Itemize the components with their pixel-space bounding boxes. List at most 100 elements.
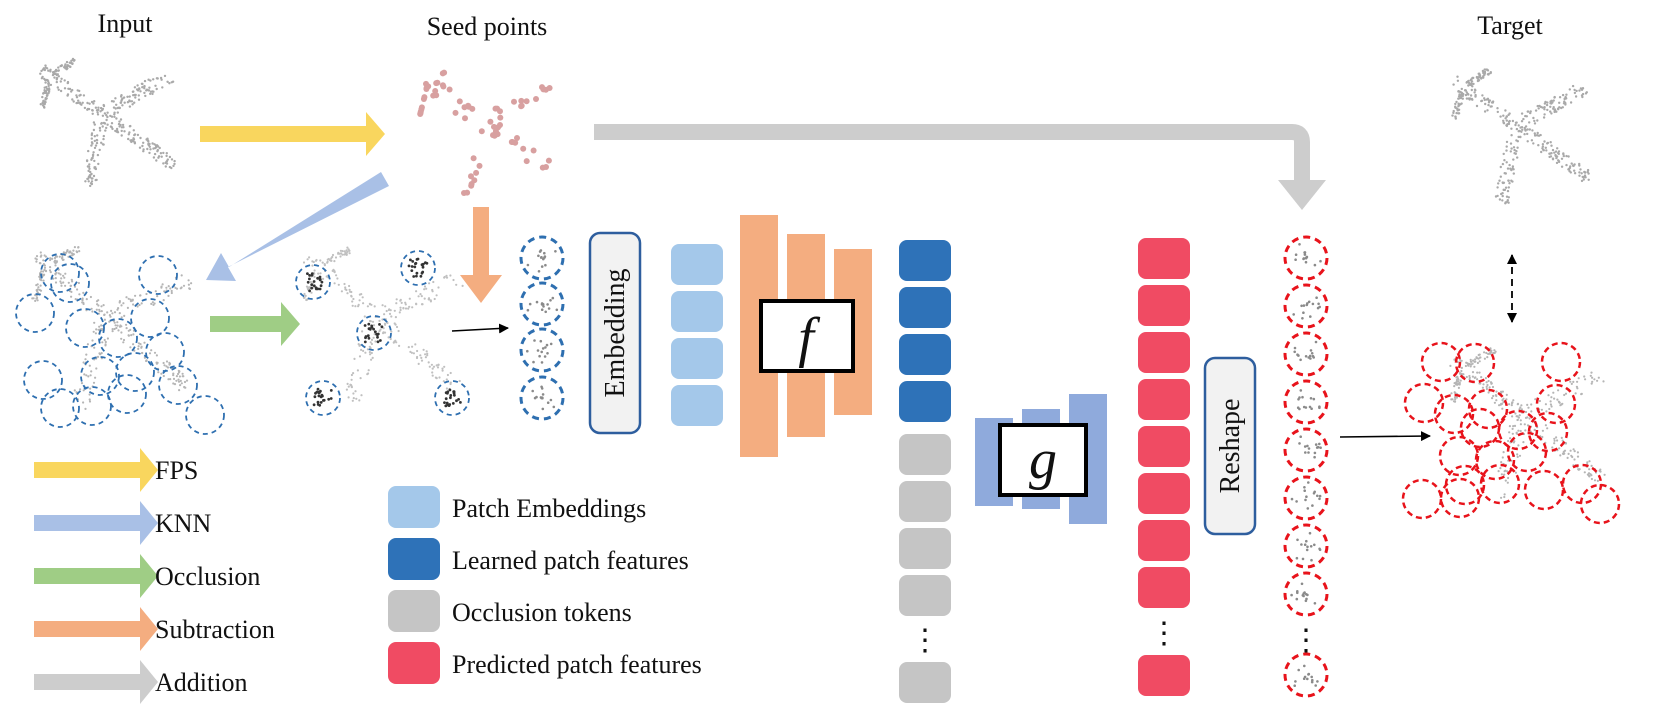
legend-token-swatch [388,590,440,632]
legend-arrow-swatch [34,568,144,584]
predicted-patch-feature-token [1138,520,1190,561]
arrow-legend-item: Subtraction [34,607,275,651]
predicted-patch-circle [1283,331,1329,377]
visible-patch-circle [400,250,436,286]
arrow-legend-label: Subtraction [155,615,275,644]
occlusion-token [899,575,951,616]
arrow-legend-label: Addition [155,668,247,697]
legend-arrow-swatch [34,462,144,478]
encoder-f: f [740,215,872,457]
learned-patch-feature-token [899,334,951,375]
legend-token-swatch [388,486,440,528]
patches-to-embedding-arrow [451,323,509,334]
knn-patch-circle [15,293,55,333]
patch-embedding-token [671,291,723,332]
reshape-module: Reshape [1203,356,1257,536]
predicted-patch-feature-token [1138,567,1190,608]
token-legend-label: Predicted patch features [452,650,702,679]
decoder-g: g [975,394,1107,524]
predicted-patch-circle [1444,464,1486,506]
predicted-patches-cloud [1401,341,1621,525]
knn-patch-circle [158,365,198,405]
knn-patch-circle [185,395,225,435]
predicted-patch-circle [1283,523,1329,569]
arrow-legend-label: Occlusion [155,562,260,591]
arrow-legend-item: Addition [34,660,247,704]
knn-patch-circle [65,308,105,348]
learned-patch-feature-token [899,287,951,328]
predicted-patch-circle [1535,383,1577,425]
knn-patch-circle [107,374,147,414]
knn-patch-circle [23,360,63,400]
token-legend-item: Learned patch features [388,538,689,580]
predicted-patch-circle [1561,463,1603,505]
predicted-patches-column: ⋮ [1283,235,1329,698]
predicted-patch-feature-token [1138,285,1190,326]
reshape-to-target-arrow [1339,431,1431,442]
arrow-legend-label: FPS [155,456,198,485]
input-airplane-point-cloud [39,57,176,188]
predicted-patch-circle [1527,411,1569,453]
learned-and-occlusion-tokens-column: ⋮ [899,240,951,703]
predicted-patch-feature-token [1138,332,1190,373]
knn-arrow [206,172,389,281]
knn-patches-cloud [15,246,225,435]
predicted-patch-feature-token [1138,238,1190,279]
occlusion-token [899,434,951,475]
predicted-patch-circle [1454,342,1496,384]
predicted-patch-circle [1420,341,1462,383]
predicted-patch-feature-token [1138,426,1190,467]
predicted-patch-feature-token [1138,473,1190,514]
predicted-patch-circle [1283,379,1329,425]
visible-patches-column [519,235,565,421]
token-legend-label: Learned patch features [452,546,689,575]
arrow-legend-label: KNN [155,509,212,538]
predicted-patch-circle [1438,435,1480,477]
legend-token-swatch [388,538,440,580]
seed-points-caption: Seed points [427,12,548,41]
predicted-patch-circle [1433,393,1475,435]
predicted-patch-circle [1540,341,1582,383]
predicted-patch-circle [1579,483,1621,525]
legend-arrow-swatch [34,515,144,531]
input-caption: Input [98,9,154,38]
occlusion-arrow [210,302,300,346]
occlusion-token [899,481,951,522]
legend-token-swatch [388,642,440,684]
token-legend-item: Occlusion tokens [388,590,632,632]
legend-arrow-swatch [34,674,144,690]
learned-patch-feature-token [899,240,951,281]
visible-patch-circle [519,327,565,373]
learned-patch-feature-token [899,381,951,422]
token-legend-label: Occlusion tokens [452,598,632,627]
predicted-tokens-column: ⋮ [1138,238,1190,696]
arrow-legend-item: FPS [34,448,198,492]
occluded-airplane-cloud [295,246,470,416]
knn-patch-circle [115,352,155,392]
predicted-patch-circle [1283,475,1329,521]
patch-embedding-token [671,338,723,379]
knn-patch-circle [50,263,90,303]
predicted-patch-circle [1283,427,1329,473]
embedding-label: Embedding [600,268,631,397]
patch-embedding-token [671,244,723,285]
predicted-patch-circle [1479,463,1521,505]
ellipsis: ⋮ [1149,617,1179,650]
visible-patch-circle [295,264,331,300]
predicted-patch-circle [1401,478,1443,520]
occlusion-token [899,662,951,703]
addition-arrow [594,124,1326,210]
patch-embeddings-column [671,244,723,426]
predicted-patch-circle [1497,409,1539,451]
predicted-patch-circle [1506,431,1548,473]
fps-arrow [200,112,385,156]
ellipsis: ⋮ [1291,624,1321,657]
predicted-patch-circle [1283,652,1329,698]
embedding-module: Embedding [588,231,642,435]
knn-patch-circle [72,386,112,426]
token-legend-label: Patch Embeddings [452,494,646,523]
knn-patch-circle [40,388,80,428]
decoder-g-label: g [1029,429,1057,491]
arrow-legend-item: KNN [34,501,212,545]
